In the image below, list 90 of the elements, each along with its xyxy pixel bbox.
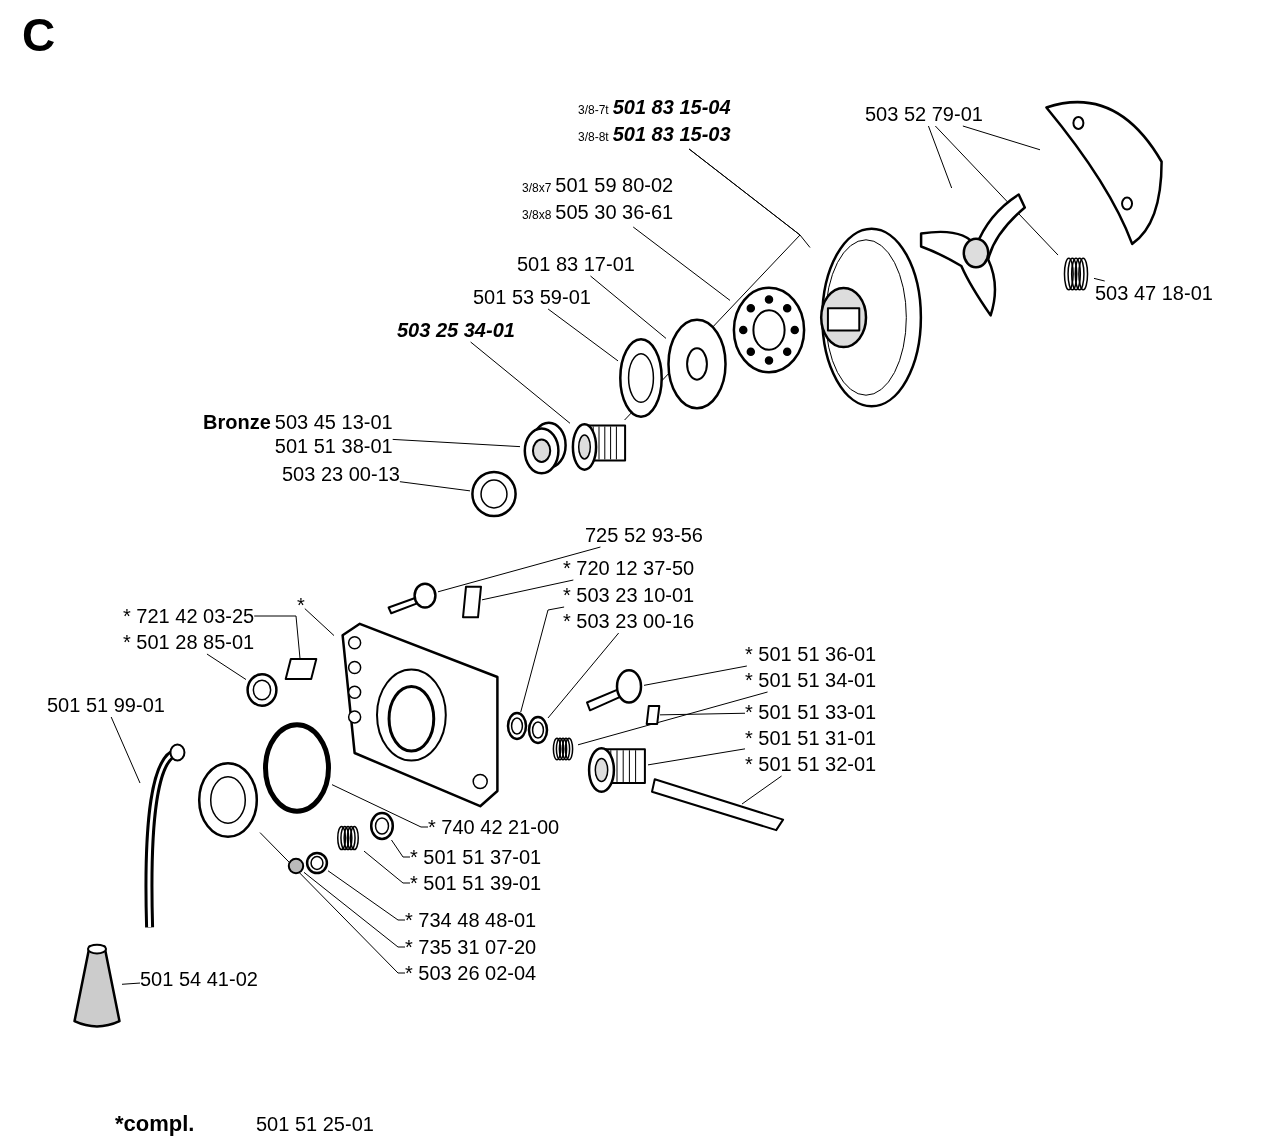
part-number: * 503 23 10-01 [563,583,695,607]
seal-drawing [196,760,260,840]
leader-line [363,850,411,884]
leader-line [121,982,141,985]
part-number: * 734 48 48-01 [405,908,537,932]
part-number: * 501 51 36-01 [745,642,877,666]
part-number: * 740 42 21-00 [428,815,560,839]
part-number: 503 47 18-01 [1095,281,1213,305]
part-number: 501 54 41-02 [140,967,258,991]
leader-line [927,125,953,189]
part-number: 725 52 93-56 [585,523,703,547]
part-number: 501 51 38-01 [274,434,393,458]
washer-drawing [666,318,728,410]
part-number: * 501 51 33-01 [745,700,877,724]
part-number: 501 83 15-03 [612,122,731,146]
leader-line [304,608,335,637]
figure-letter: C [22,8,56,62]
part-number: * 501 51 37-01 [410,845,542,869]
leader-line [470,341,571,424]
leader-line [934,125,1059,256]
leader-line [643,665,748,686]
part-number: * 501 51 32-01 [745,752,877,776]
part-number: 501 53 59-01 [473,285,591,309]
size-note: 3/8-7t [578,102,609,119]
part-number: 501 59 80-02 [555,173,674,197]
part-number: 501 51 25-01 [256,1112,374,1136]
leader-line [547,632,620,719]
ball [288,858,304,874]
part-number: * 501 51 31-01 [745,726,877,750]
leader-line [437,546,601,593]
part-number: * 735 31 07-20 [405,935,537,959]
screw-drawing [386,582,438,616]
leader-line [659,712,746,716]
leader-line [206,653,247,681]
leader-line [741,775,783,805]
leader-line [253,615,301,659]
seal-ring-drawing [470,470,518,518]
footnote-mark: *compl. [115,1112,195,1136]
part-number: 501 51 99-01 [47,693,165,717]
part-number: 503 45 13-01 [274,410,393,434]
part-number: * 503 26 02-04 [405,961,537,985]
part-number: 503 23 00-13 [282,462,400,486]
washer-drawing [370,812,394,840]
leader-line [399,481,471,492]
leader-line [481,579,574,601]
leader-line [1093,277,1106,282]
seal-drawing [246,673,278,707]
leader-line [632,226,731,301]
leader-line [392,438,521,448]
leader-line [391,839,411,858]
part-number: * 721 42 03-25 [123,604,255,628]
leader-line [259,832,406,974]
leader-line [962,125,1041,151]
leader-line [647,748,746,766]
o-ring [262,722,332,814]
part-number: * 503 23 00-16 [563,609,695,633]
leader-line [577,691,769,746]
leader-line [110,716,141,784]
plug [646,705,660,725]
leader-line [589,275,667,339]
part-number: 501 83 17-01 [517,252,635,276]
size-note: 3/8-8t [578,129,609,146]
leader-line [331,784,429,828]
leader-line [327,870,406,921]
leader-line [547,308,619,362]
part-number: * 501 51 39-01 [410,871,542,895]
material-note: Bronze [203,410,271,434]
washer-drawing [507,712,527,740]
needle-bearing-drawing [570,420,628,474]
rim-sprocket-drawing [730,285,808,375]
reference-mark: * [297,593,305,617]
part-number: * 501 51 34-01 [745,668,877,692]
leader-line [303,871,406,948]
part-number: 501 83 15-04 [612,95,731,119]
washer-drawing [618,336,664,420]
part-number: * 720 12 37-50 [563,556,695,580]
oil-filter-drawing [72,942,122,1030]
size-note: 3/8x8 [522,207,552,224]
part-number: 505 30 36-61 [555,200,674,224]
part-number: 503 25 34-01 [397,318,515,342]
pin [462,585,482,619]
pump-piston-drawing [586,744,648,796]
leader-line [520,606,565,713]
adjusting-screw-drawing [584,668,644,714]
part-number: * 501 28 85-01 [123,630,255,654]
washer-drawing [306,852,328,874]
part-number: 503 52 79-01 [865,102,983,126]
size-note: 3/8x7 [522,180,552,197]
washer-drawing [528,716,548,744]
pin [284,658,318,680]
